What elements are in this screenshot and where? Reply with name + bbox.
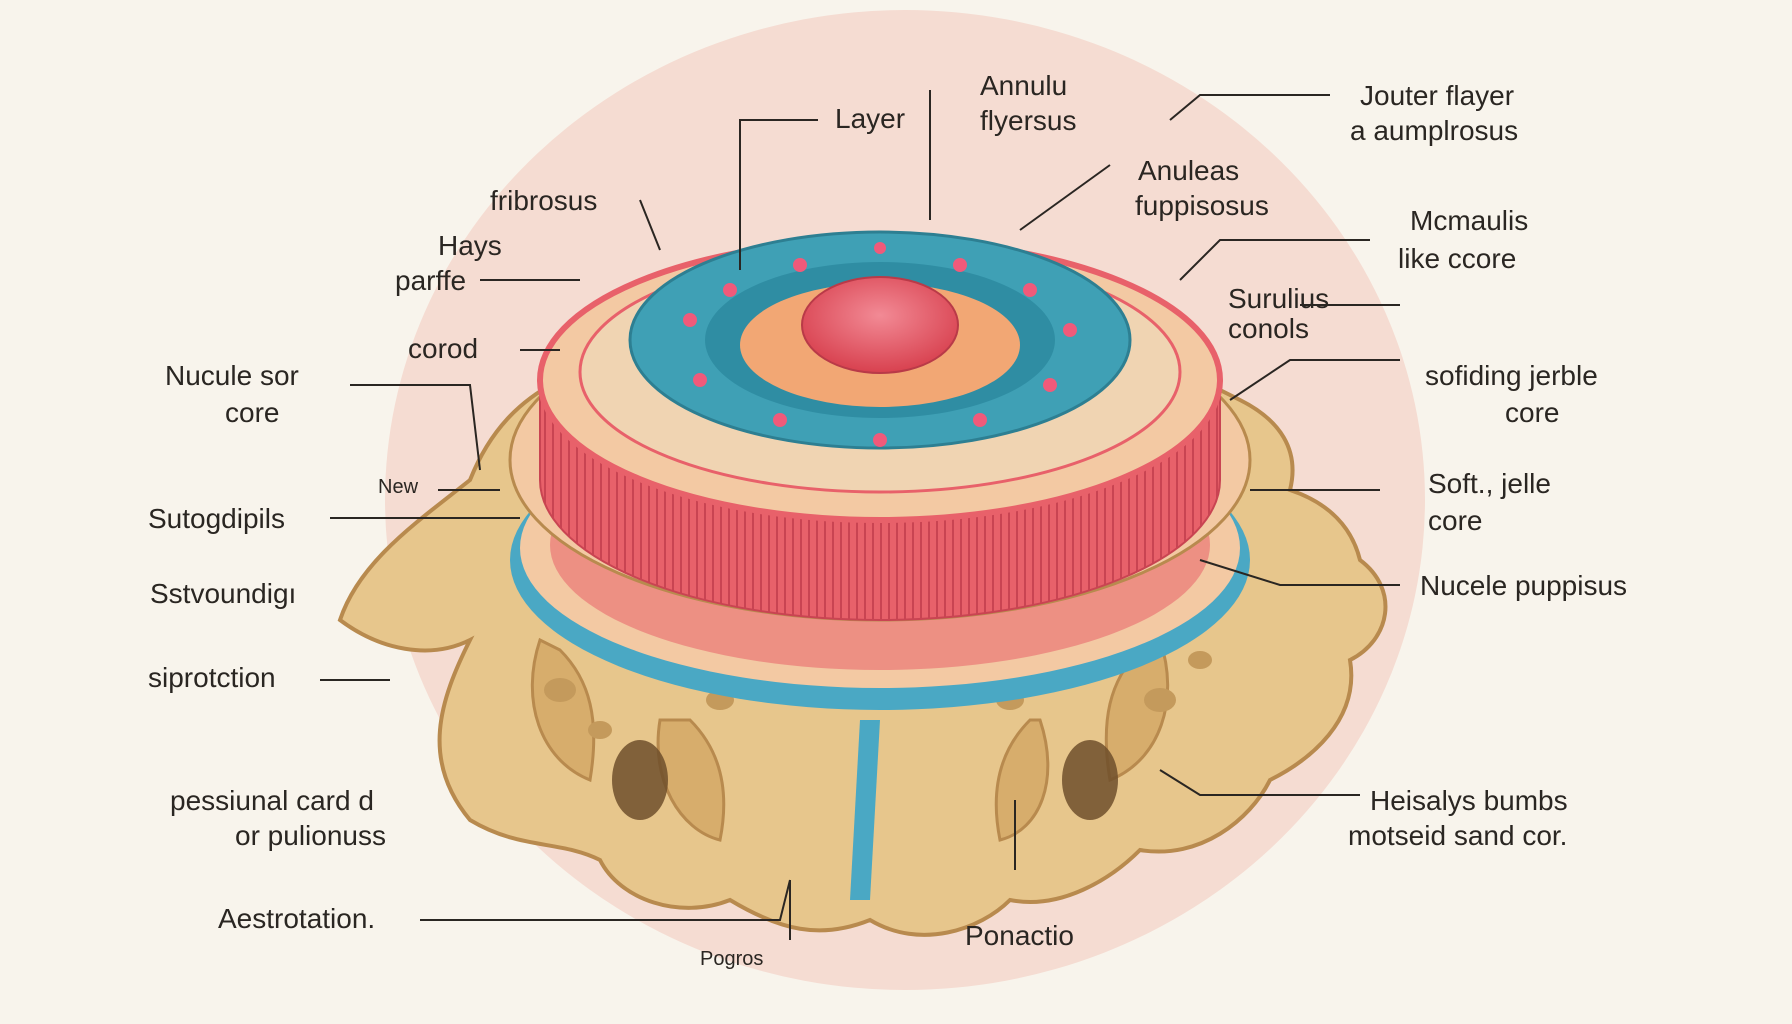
label-or-pulionuss: or pulionuss xyxy=(235,820,386,851)
label-pessiunal-card: pessiunal card d xyxy=(170,785,374,816)
label-fribrosus: fribrosus xyxy=(490,185,597,216)
label-ponactio: Ponactio xyxy=(965,920,1074,951)
nucleus-pulposus xyxy=(628,230,1132,450)
label-motseid-sand-cor: motseid sand cor. xyxy=(1348,820,1567,851)
label-mcmaulis: Mcmaulis xyxy=(1410,205,1528,236)
label-new: New xyxy=(378,476,419,498)
label-annulu: Annulu xyxy=(980,70,1067,101)
label-soft-core: core xyxy=(1428,505,1482,536)
label-nucele-puppisus: Nucele puppisus xyxy=(1420,570,1627,601)
label-flyersus: flyersus xyxy=(980,105,1076,136)
label-sutogdipils: Sutogdipils xyxy=(148,503,285,534)
label-siprotction: siprotction xyxy=(148,662,276,693)
label-hays: Hays xyxy=(438,230,502,261)
label-sofiding-core: core xyxy=(1505,397,1559,428)
label-pogros: Pogros xyxy=(700,948,763,970)
label-soft-jelle: Soft., jelle xyxy=(1428,468,1551,499)
label-anuleas: Anuleas xyxy=(1138,155,1239,186)
label-aestrotation: Aestrotation. xyxy=(218,903,375,934)
label-nucule-core: core xyxy=(225,397,279,428)
label-sstvoundigi: Sstvoundigı xyxy=(150,578,296,609)
label-fuppisosus: fuppisosus xyxy=(1135,190,1269,221)
labels: Layer Annulu flyersus Jouter flayer a au… xyxy=(148,70,1627,970)
label-conols: conols xyxy=(1228,313,1309,344)
label-like-ccore: like ccore xyxy=(1398,243,1516,274)
label-surulius: Surulius xyxy=(1228,283,1329,314)
label-layer: Layer xyxy=(835,103,905,134)
label-heisalys-bumbs: Heisalys bumbs xyxy=(1370,785,1568,816)
leader-lines xyxy=(320,90,1400,940)
label-parffe: parffe xyxy=(395,265,466,296)
label-corod: corod xyxy=(408,333,478,364)
label-jouter-flayer: Jouter flayer xyxy=(1360,80,1514,111)
label-nucule-sor: Nucule sor xyxy=(165,360,299,391)
label-aumplrosus: a aumplrosus xyxy=(1350,115,1518,146)
label-sofiding-jerble: sofiding jerble xyxy=(1425,360,1598,391)
nucleus-core xyxy=(801,276,959,374)
